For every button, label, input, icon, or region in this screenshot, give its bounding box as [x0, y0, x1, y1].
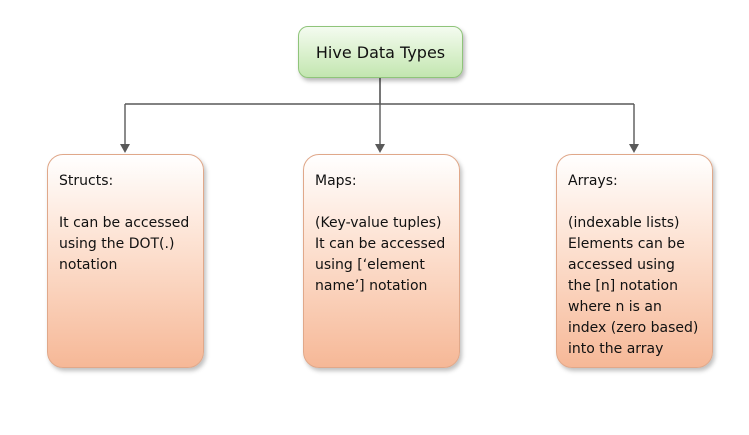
arrowhead-maps [375, 144, 385, 153]
node-maps: Maps: (Key-value tuples) It can be acces… [303, 154, 460, 368]
node-arrays: Arrays: (indexable lists) Elements can b… [556, 154, 713, 368]
node-structs: Structs: It can be accessed using the DO… [47, 154, 204, 368]
node-arrays-description: (indexable lists) Elements can be access… [568, 215, 699, 357]
root-node-hive-data-types: Hive Data Types [298, 26, 463, 78]
arrowhead-structs [120, 144, 130, 153]
node-structs-title: Structs: [59, 173, 114, 189]
arrowhead-arrays [629, 144, 639, 153]
node-maps-description: (Key-value tuples) It can be accessed us… [315, 215, 446, 294]
node-maps-title: Maps: [315, 173, 357, 189]
root-node-label: Hive Data Types [315, 42, 446, 62]
node-arrays-title: Arrays: [568, 173, 618, 189]
node-structs-description: It can be accessed using the DOT(.) nota… [59, 215, 190, 273]
